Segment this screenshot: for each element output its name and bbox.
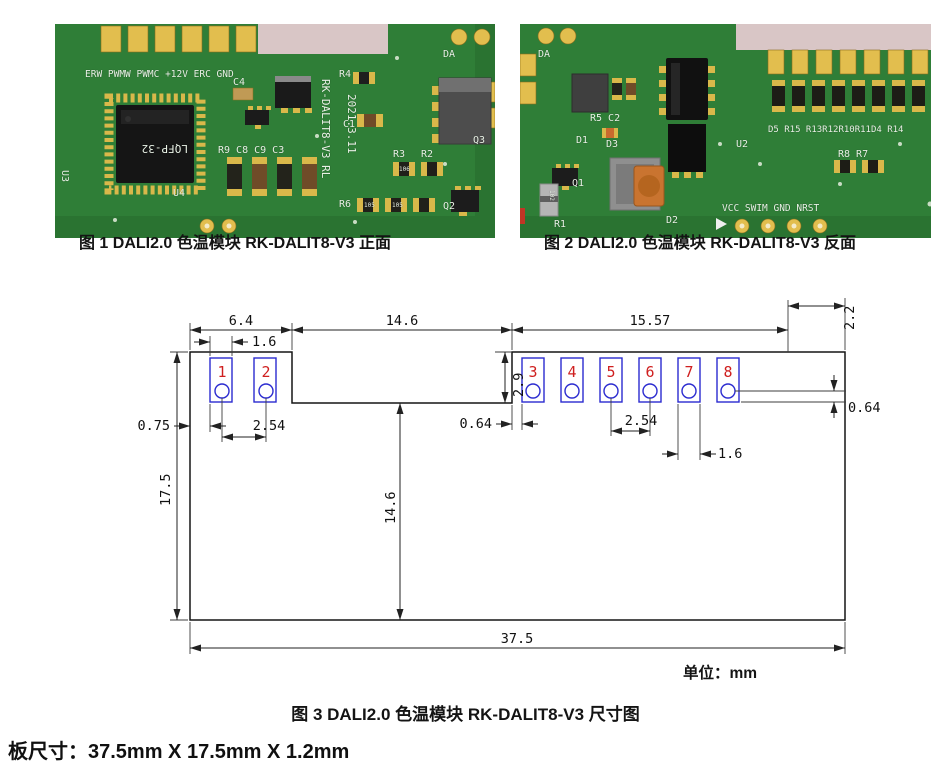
silkscreen-label: C1	[343, 119, 356, 130]
silkscreen-label: Q3	[473, 135, 486, 146]
silkscreen-label: 105	[392, 202, 403, 209]
silkscreen-label: U4	[173, 188, 186, 199]
silkscreen-label: D1	[576, 135, 589, 146]
figure2-caption: 图 2 DALI2.0 色温模块 RK-DALIT8-V3 反面	[543, 235, 857, 252]
diode-d3	[602, 128, 618, 138]
photo-background-band	[736, 24, 931, 50]
silkscreen-label: DA	[443, 49, 456, 60]
silkscreen-label: LQFP-32	[141, 142, 188, 155]
silkscreen-label: 2021.3.11	[345, 94, 358, 154]
capacitor-c1	[357, 114, 383, 127]
pin1-triangle	[716, 218, 727, 230]
board-size-text: 板尺寸：37.5mm X 17.5mm X 1.2mm	[8, 741, 350, 763]
resistor-r4	[353, 72, 375, 84]
silkscreen-label: D3	[606, 139, 619, 150]
resistor-r3	[393, 162, 415, 176]
dim-edge-right: 0.64	[848, 400, 881, 416]
resistor-r1	[539, 183, 559, 217]
silkscreen-label: R8 R7	[838, 149, 869, 160]
figure3-caption: 图 3 DALI2.0 色温模块 RK-DALIT8-V3 尺寸图	[291, 705, 640, 724]
dim-gap-mid: 0.64	[459, 416, 492, 432]
silkscreen-label: 102	[548, 190, 555, 201]
resistors-r8-r7	[834, 160, 884, 173]
silkscreen-label: D2	[666, 215, 679, 226]
dim-notch-depth: 2.9	[511, 373, 527, 397]
dimension-lines	[173, 302, 845, 652]
resistor-r6-row	[357, 198, 435, 212]
resistor-row-top	[772, 80, 925, 112]
passive-row	[227, 157, 317, 196]
dim-pitch-right: 2.54	[625, 413, 658, 429]
pad-number: 5	[606, 363, 615, 381]
capacitor-c4	[232, 87, 254, 101]
pad-number: 8	[723, 363, 732, 381]
unit-note: 单位：mm	[683, 665, 758, 682]
resistor-r2	[421, 162, 443, 176]
dim-pad-width-right: 1.6	[718, 446, 742, 462]
vias	[718, 142, 931, 207]
figure1-caption: 图 1 DALI2.0 色温模块 RK-DALIT8-V3 正面	[78, 235, 392, 252]
edge-pads	[520, 27, 929, 105]
silkscreen-label: R2	[421, 149, 434, 160]
dim-pad-width-left: 1.6	[252, 334, 276, 350]
silkscreen-label: R5 C2	[590, 113, 621, 124]
silkscreen-label: 105	[364, 202, 375, 209]
diode-d1	[571, 73, 609, 113]
silkscreen-label: RK-DALIT8-V3 RL	[319, 79, 332, 179]
parts-r5-c2	[612, 78, 636, 100]
vias	[113, 56, 447, 224]
pad-number: 2	[261, 363, 270, 381]
silkscreen-label: VCC SWIM GND NRST	[722, 203, 820, 214]
photo-background-notch	[258, 24, 388, 54]
dim-width: 37.5	[501, 631, 534, 647]
dim-top-left: 6.4	[229, 313, 253, 329]
silkscreen-label: R3	[393, 149, 406, 160]
ic-u2	[659, 58, 715, 178]
silkscreen-label: Q1	[572, 178, 585, 189]
dim-height: 17.5	[158, 473, 174, 506]
silkscreen-label: R1	[554, 219, 567, 230]
pcb-back-graphic	[520, 24, 931, 238]
dim-top-right: 15.57	[630, 313, 671, 329]
silkscreen-label: R9 C8 C9 C3	[218, 145, 285, 156]
silkscreen-label: C4	[233, 77, 246, 88]
regulator	[275, 76, 312, 113]
dim-mid-height: 14.6	[383, 491, 399, 524]
pad-numbers: 1 2 3 4 5 6 7 8	[217, 363, 732, 381]
power-module	[609, 157, 665, 211]
component-q3	[432, 77, 492, 145]
pad-number: 4	[567, 363, 576, 381]
dim-corner-right: 2.2	[842, 306, 858, 330]
dim-margin-left: 0.75	[137, 418, 170, 434]
pcb-front-graphic	[55, 24, 495, 238]
red-marker	[520, 208, 525, 224]
qfp-chip-u3	[104, 93, 206, 195]
transistor-q1	[552, 164, 579, 190]
pad-number: 3	[528, 363, 537, 381]
silkscreen-label: U2	[736, 139, 749, 150]
pad-number: 7	[684, 363, 693, 381]
silkscreen-label: R4	[339, 69, 352, 80]
silkscreen-label: Q2	[443, 201, 456, 212]
silkscreen-label: D5 R15 R13R12R10R11D4 R14	[768, 125, 904, 135]
edge-pads-top	[100, 25, 495, 129]
pad-number: 6	[645, 363, 654, 381]
dim-top-mid: 14.6	[386, 313, 419, 329]
sot23-transistor	[245, 106, 271, 129]
transistor-q2	[451, 186, 481, 216]
silkscreen-label: R6	[339, 199, 352, 210]
dim-pitch-left: 2.54	[253, 418, 286, 434]
silkscreen-label: U3	[59, 170, 70, 183]
silkscreen-label: ERW PWMW PWMC +12V ERC GND	[85, 69, 234, 80]
pad-number: 1	[217, 363, 226, 381]
dimension-drawing: 6.4 14.6 15.57 2.2 1.6 0.75 2.54 0.64 2.…	[137, 298, 881, 654]
silkscreen-label: DA	[538, 49, 551, 60]
solder-pads	[209, 357, 740, 403]
silkscreen-label: 106	[399, 166, 410, 173]
